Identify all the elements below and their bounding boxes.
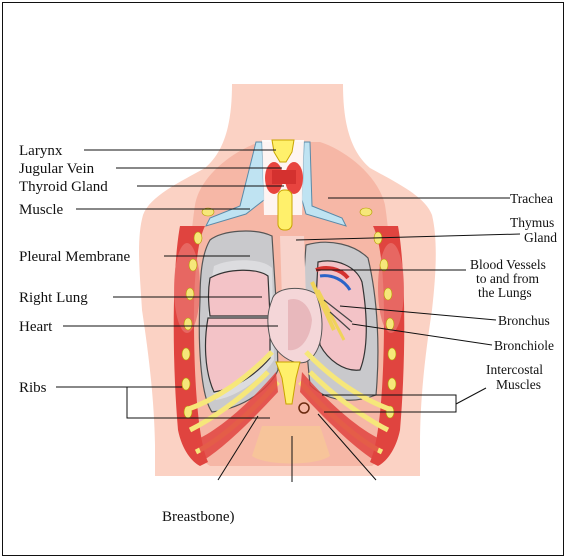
- label-right-lung: Right Lung: [19, 290, 88, 306]
- trachea-shape: [278, 190, 292, 230]
- label-heart: Heart: [19, 319, 53, 335]
- abdomen-wedge: [252, 426, 330, 464]
- label-trachea: Trachea: [510, 191, 553, 206]
- label-intercostal-2: Muscles: [496, 377, 541, 392]
- right-lung-shape: [209, 270, 271, 316]
- label-blood-vessels-3: the Lungs: [478, 285, 532, 300]
- label-jugular-vein: Jugular Vein: [19, 161, 95, 177]
- label-larynx: Larynx: [19, 143, 63, 159]
- label-blood-vessels-1: Blood Vessels: [470, 257, 546, 272]
- label-intercostal-1: Intercostal: [486, 362, 543, 377]
- label-muscle: Muscle: [19, 202, 64, 218]
- label-pleural-membrane: Pleural Membrane: [19, 249, 131, 265]
- label-thymus-2: Gland: [524, 230, 557, 245]
- label-thyroid-gland: Thyroid Gland: [19, 179, 108, 195]
- label-breastbone: Breastbone): [162, 509, 234, 525]
- label-bronchus: Bronchus: [498, 313, 550, 328]
- label-thymus-1: Thymus: [510, 215, 554, 230]
- label-bronchiole: Bronchiole: [494, 338, 554, 353]
- label-ribs: Ribs: [19, 380, 47, 396]
- label-blood-vessels-2: to and from: [476, 271, 539, 286]
